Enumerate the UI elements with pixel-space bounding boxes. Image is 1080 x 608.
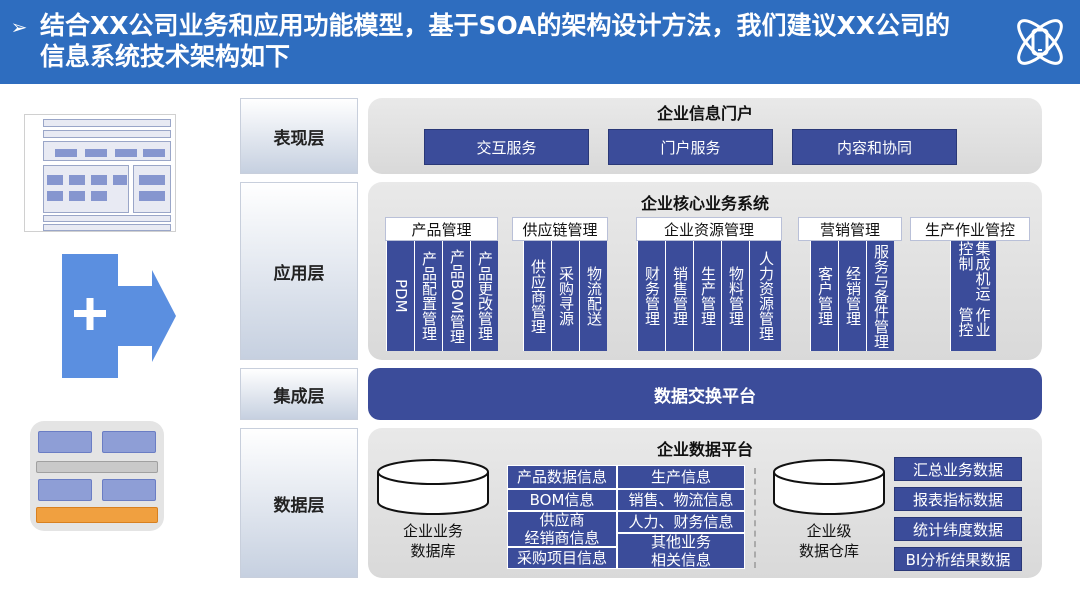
data-exchange-platform: 数据交换平台 <box>368 368 1042 420</box>
other-business-info: 其他业务 相关信息 <box>617 533 745 569</box>
module-hr: 人力资源管理 <box>749 241 781 351</box>
module-product-change: 产品更改管理 <box>470 241 498 351</box>
supplier-dealer-info: 供应商 经销商信息 <box>507 511 617 547</box>
bom-info: BOM信息 <box>507 489 617 511</box>
module-sourcing: 采购寻源 <box>551 241 579 351</box>
module-production: 生产管理 <box>693 241 721 351</box>
output-statistical-dimensions: 统计纬度数据 <box>894 517 1022 541</box>
group-product-management: 产品管理 <box>385 217 498 241</box>
product-data-info: 产品数据信息 <box>507 465 617 489</box>
module-job-control: 作业管控 <box>956 307 992 337</box>
output-bi-results: BI分析结果数据 <box>894 547 1022 571</box>
atom-phone-icon <box>1008 10 1072 74</box>
purchase-project-info: 采购项目信息 <box>507 547 617 569</box>
dashed-divider <box>754 468 756 568</box>
platform-thumbnail <box>30 421 164 531</box>
business-db-label: 企业业务 数据库 <box>402 522 463 560</box>
header-bar <box>0 0 1080 84</box>
module-product-config: 产品配置管理 <box>414 241 442 351</box>
group-erp: 企业资源管理 <box>636 217 782 241</box>
group-production-control: 生产作业管控 <box>910 217 1030 241</box>
portal-title: 企业信息门户 <box>656 104 753 123</box>
data-platform-title: 企业数据平台 <box>656 440 753 459</box>
chevron-right-icon: ➢ <box>10 15 28 39</box>
module-logistics: 物流配送 <box>579 241 607 351</box>
portal-service-box: 门户服务 <box>608 129 773 165</box>
output-report-metrics: 报表指标数据 <box>894 487 1022 511</box>
layer-label-application: 应用层 <box>240 182 358 360</box>
production-info: 生产信息 <box>617 465 745 489</box>
module-sales: 销售管理 <box>665 241 693 351</box>
hr-finance-info: 人力、财务信息 <box>617 511 745 533</box>
module-product-bom: 产品BOM管理 <box>442 241 470 351</box>
layer-label-data: 数据层 <box>240 428 358 578</box>
module-conveyor-control: 集成机运控制 <box>956 241 992 301</box>
group-marketing: 营销管理 <box>798 217 902 241</box>
module-finance: 财务管理 <box>637 241 665 351</box>
module-production-ops: 集成机运控制 作业管控 <box>950 241 996 351</box>
module-service-parts: 服务与备件管理 <box>866 241 894 351</box>
data-warehouse-label: 企业级 数据仓库 <box>798 522 859 560</box>
module-dealer: 经销管理 <box>838 241 866 351</box>
layer-label-presentation: 表现层 <box>240 98 358 174</box>
core-system-title: 企业核心业务系统 <box>640 194 769 213</box>
module-customer: 客户管理 <box>810 241 838 351</box>
content-collab-box: 内容和协同 <box>792 129 957 165</box>
layer-label-integration: 集成层 <box>240 368 358 420</box>
interaction-service-box: 交互服务 <box>424 129 589 165</box>
module-materials: 物料管理 <box>721 241 749 351</box>
sales-logistics-info: 销售、物流信息 <box>617 489 745 511</box>
output-summary-data: 汇总业务数据 <box>894 457 1022 481</box>
warehouse-cylinder-icon <box>772 458 886 518</box>
group-supply-chain: 供应链管理 <box>512 217 608 241</box>
architecture-thumbnail <box>24 114 176 232</box>
plus-arrow-icon <box>62 254 178 378</box>
module-pdm: PDM <box>386 241 414 351</box>
module-supplier: 供应商管理 <box>523 241 551 351</box>
database-cylinder-icon <box>376 458 490 518</box>
page-title: 结合XX公司业务和应用功能模型，基于SOA的架构设计方法，我们建议XX公司的信息… <box>40 11 951 71</box>
